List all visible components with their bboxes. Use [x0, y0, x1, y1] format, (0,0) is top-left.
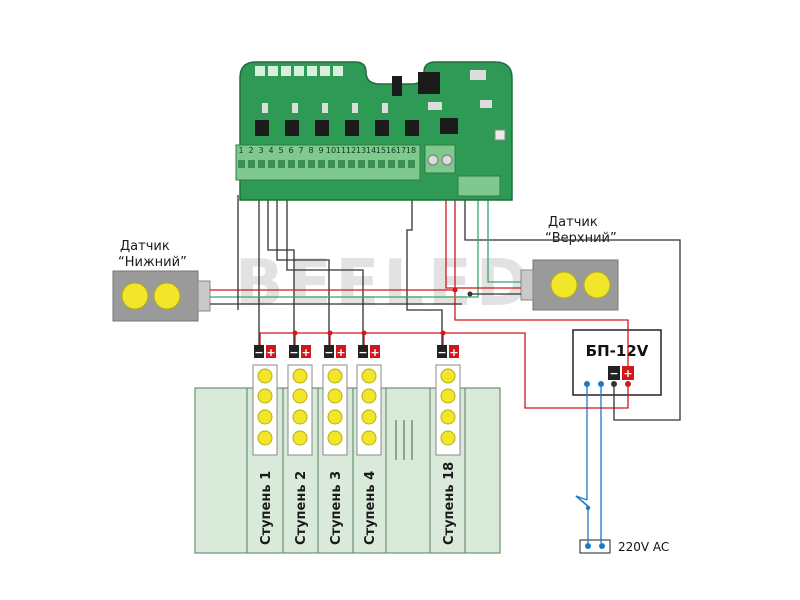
terminal-number: 2 [248, 146, 253, 155]
led-polarity-signs: −+ −+ −+ −+ −+ [254, 346, 458, 359]
terminal-number: 14 [366, 146, 376, 155]
ellipsis-mark [395, 420, 413, 460]
led-strip-1 [252, 345, 278, 456]
svg-text:+: + [301, 346, 310, 359]
step-labels: Ступень 1 Ступень 2 Ступень 3 Ступень 4 … [259, 462, 457, 545]
terminal-number: 8 [308, 146, 313, 155]
terminal-number: 13 [356, 146, 366, 155]
terminal-number: 1 [238, 146, 243, 155]
terminal-number: 15 [376, 146, 386, 155]
sensor-upper-title: Датчик [548, 215, 598, 230]
terminal-number: 18 [406, 146, 416, 155]
step-label-18: Ступень 18 [442, 462, 457, 545]
led-strip-3 [322, 345, 348, 456]
terminal-number: 7 [298, 146, 303, 155]
step-label-4: Ступень 4 [363, 471, 378, 545]
chips [255, 72, 458, 136]
terminal-number: 5 [278, 146, 283, 155]
mains-terminal [579, 539, 611, 554]
sensor-upper [520, 259, 619, 311]
step-label-3: Ступень 3 [329, 471, 344, 545]
terminal-number: 3 [258, 146, 263, 155]
indicator-bar [255, 66, 343, 76]
terminal-number: 6 [288, 146, 293, 155]
terminal-number: 17 [396, 146, 406, 155]
led-strip-4 [356, 345, 382, 456]
svg-text:−: − [437, 346, 446, 359]
terminal-number: 9 [318, 146, 323, 155]
led-strip-2 [287, 345, 313, 456]
terminal-number: 12 [346, 146, 356, 155]
components [262, 70, 492, 113]
svg-text:+: + [449, 346, 458, 359]
svg-text:−: − [324, 346, 333, 359]
svg-text:−: − [358, 346, 367, 359]
board-button [494, 129, 506, 141]
terminal-number: 16 [386, 146, 396, 155]
terminal-number: 11 [336, 146, 346, 155]
step-label-1: Ступень 1 [259, 471, 274, 545]
terminal-screws [238, 160, 415, 168]
sensor-lower [112, 270, 211, 322]
watermark: BEELED [235, 247, 533, 321]
svg-text:−: − [609, 367, 618, 380]
svg-text:+: + [370, 346, 379, 359]
terminal-number: 4 [268, 146, 273, 155]
stair-dividers [246, 388, 466, 553]
led-strip-18 [435, 345, 461, 456]
svg-text:+: + [336, 346, 345, 359]
step-label-2: Ступень 2 [294, 471, 309, 545]
power-supply: БП-12V − + [572, 329, 662, 396]
sensor-lower-title: Датчик [120, 239, 170, 254]
controller-board: 1 2 3 4 5 6 7 8 9 10 11 12 13 14 15 16 1… [235, 61, 513, 201]
terminal-number: 10 [326, 146, 336, 155]
svg-text:−: − [254, 346, 263, 359]
sensor-lower-name: “Нижний” [118, 255, 187, 270]
sensor-upper-name: “Верхний” [545, 231, 617, 246]
switch-contact [586, 506, 590, 510]
sensor-terminal [457, 175, 501, 197]
svg-text:+: + [623, 367, 632, 380]
psu-label: БП-12V [586, 342, 649, 360]
wires [210, 195, 681, 543]
mains-switch [575, 495, 591, 509]
svg-text:+: + [266, 346, 275, 359]
mains-label: 220V AC [618, 540, 669, 554]
terminal-numbers: 1 2 3 4 5 6 7 8 9 10 11 12 13 14 15 16 1… [238, 146, 416, 155]
junction-dots [292, 287, 473, 336]
svg-text:−: − [289, 346, 298, 359]
